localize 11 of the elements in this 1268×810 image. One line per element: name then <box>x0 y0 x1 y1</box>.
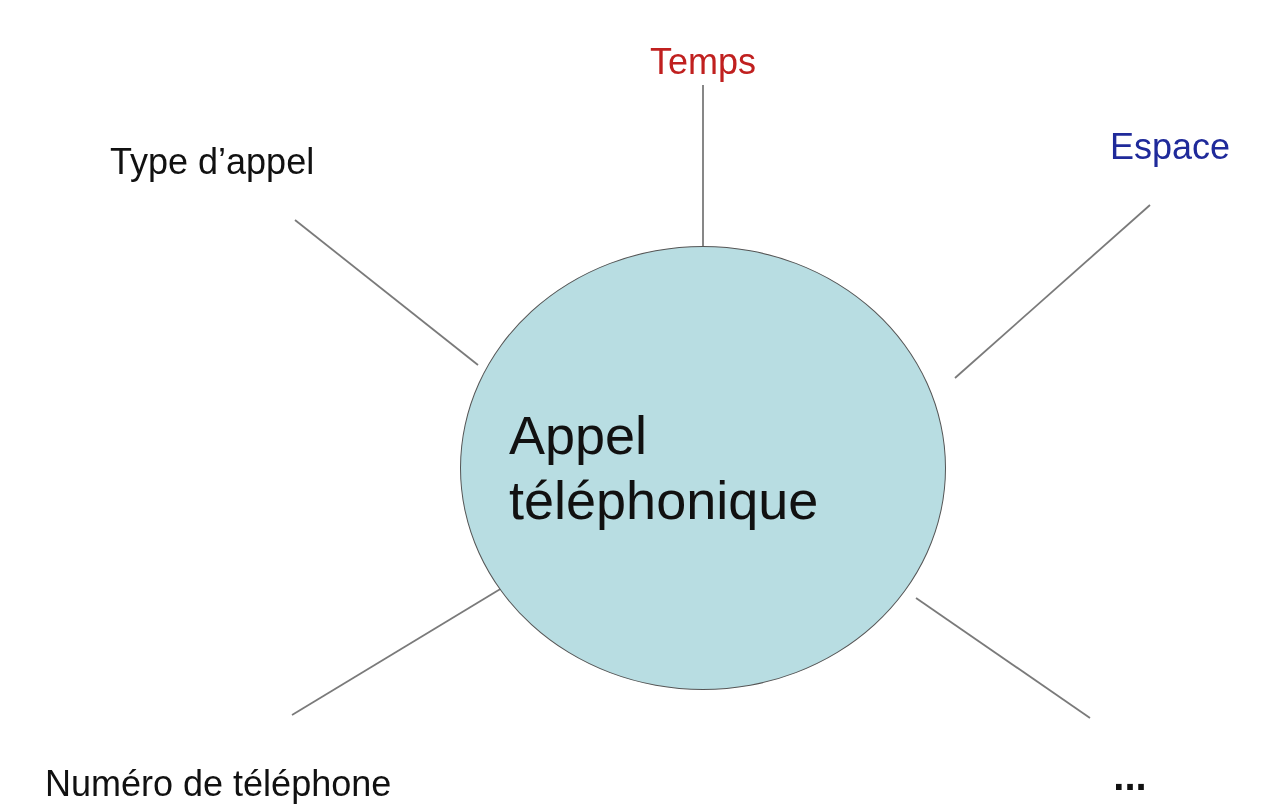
connector-line <box>915 597 1091 719</box>
node-title: Appel téléphonique <box>509 404 820 532</box>
node-label: Temps <box>650 40 756 84</box>
connector-line <box>702 84 704 247</box>
node-label: Numéro de téléphone <box>45 761 392 805</box>
connector-line <box>294 219 479 366</box>
connector-line <box>954 204 1151 379</box>
node-label: ... <box>1113 753 1147 800</box>
connector-line <box>291 587 503 716</box>
node-label: Espace <box>1109 125 1231 169</box>
node-label: Type d’appel <box>110 140 315 184</box>
